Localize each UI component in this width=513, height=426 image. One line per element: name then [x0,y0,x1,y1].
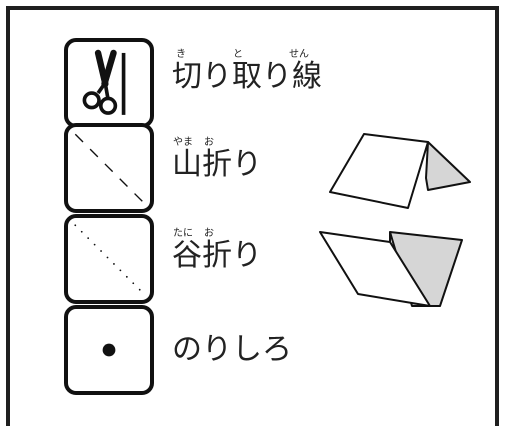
glue-area-label-group: のりしろ [172,333,292,367]
dash-line-icon [74,133,146,205]
dot-line-icon [74,224,146,296]
legend-frame [6,6,499,426]
ruby-to: と [233,49,243,60]
ruby-tani: たに [173,228,193,239]
mountain-fold-illustration [329,133,471,209]
valley-fold-label-group: たに お 谷折り [172,229,262,273]
dot-icon [102,343,116,357]
valley-fold-key [64,214,154,304]
mountain-fold-key [64,123,154,213]
cut-line-label: 切り取り線 [172,59,322,94]
valley-fold-ruby: たに お [172,229,262,239]
mountain-fold-label: 山折り [172,147,262,182]
scissors-icon [82,49,126,115]
ruby-o: お [204,137,214,148]
ruby-yama: やま [173,137,193,148]
ruby-sen: せん [289,49,309,60]
ruby-o-2: お [204,228,214,239]
valley-fold-illustration [319,231,463,307]
glue-area-label: のりしろ [172,332,292,367]
valley-fold-label: 谷折り [172,238,262,273]
glue-area-key [64,305,154,395]
cut-line-ruby: き と せん [172,50,322,60]
mountain-fold-ruby: やま お [172,138,262,148]
mountain-fold-label-group: やま お 山折り [172,138,262,182]
cut-line-label-group: き と せん 切り取り線 [172,50,322,94]
ruby-ki: き [176,49,186,60]
cut-line-key [64,38,154,128]
